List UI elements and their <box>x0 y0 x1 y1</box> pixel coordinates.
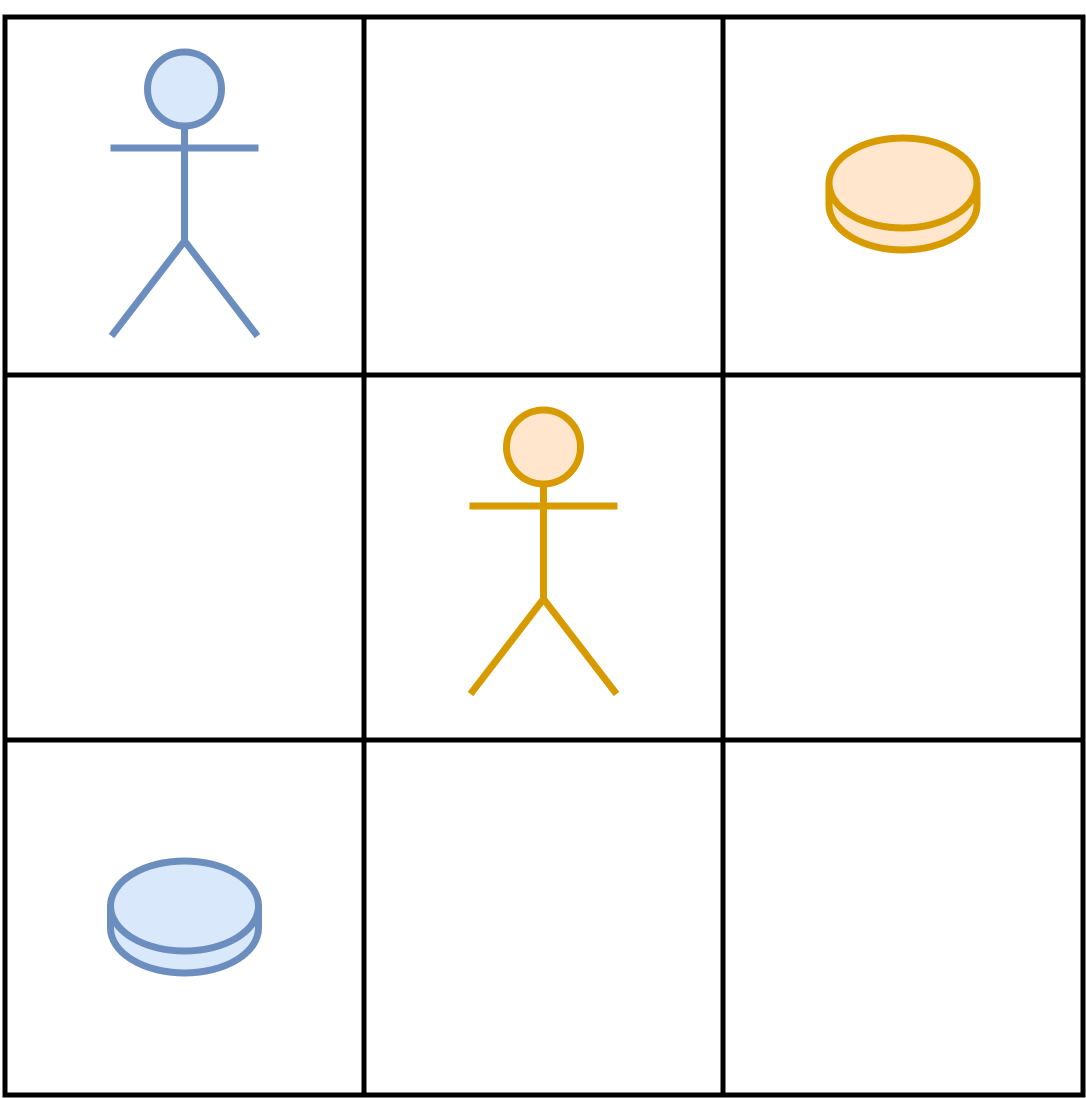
token-top <box>107 857 262 955</box>
board-cell-r3-c2[interactable] <box>364 740 723 1095</box>
board-cell-r2-c1[interactable] <box>5 375 364 740</box>
token-top <box>825 134 981 232</box>
orange-player-r2-c2[interactable] <box>467 406 620 697</box>
board-cell-r2-c3[interactable] <box>723 375 1083 740</box>
player-left-leg <box>108 238 188 339</box>
blue-player-r1-c1[interactable] <box>108 48 261 339</box>
grid-lines <box>2 14 1086 1098</box>
board-cell-r3-c3[interactable] <box>723 740 1083 1095</box>
blue-token-r3-c1[interactable] <box>107 857 262 977</box>
player-right-leg <box>540 596 620 697</box>
player-right-leg <box>181 238 261 339</box>
pieces-layer <box>107 48 981 977</box>
board-cell-r1-c2[interactable] <box>364 17 723 375</box>
orange-token-r1-c3[interactable] <box>825 134 981 254</box>
player-head <box>503 406 584 488</box>
player-head <box>144 48 225 130</box>
player-left-leg <box>467 596 547 697</box>
